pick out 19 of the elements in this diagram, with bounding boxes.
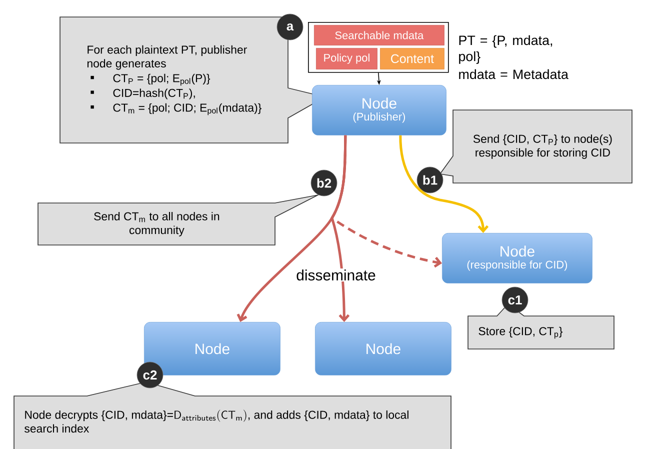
step-badge: c1 [502, 286, 528, 314]
callout-box: Store {CID, CT$_{p}$} [468, 303, 614, 350]
callout-box: Send CT$_{m}$ to all nodes in community [38, 194, 321, 246]
node-box: Node [315, 322, 452, 376]
step-badge: b2 [310, 170, 338, 196]
node-box: Node (responsible for CID) [442, 233, 592, 284]
step-badge: c2 [136, 362, 164, 388]
note-text: mdata = Metadata [459, 69, 568, 80]
field-box: Searchable mdata [314, 25, 444, 46]
arrow [399, 135, 489, 233]
field-box: Content [380, 48, 444, 70]
edge-label: disseminate [296, 270, 376, 280]
step-badge: a [276, 14, 304, 40]
callout-box: Node decrypts {CID, mdata}=$\mathsf{D}_{\mathsf{attributes}}(\mathsf{CT}_{\mathsf{m}})$ , and adds {CID, mdata} to local search index [14, 382, 452, 449]
arrow [330, 135, 442, 268]
field-box: Policy pol [316, 48, 378, 70]
callout-box: Send {CID, CT$_{P}$} to node(s) responsible for storing CID [439, 110, 632, 184]
step-badge: b1 [416, 166, 444, 194]
node-box: Node (Publisher) [312, 85, 446, 136]
